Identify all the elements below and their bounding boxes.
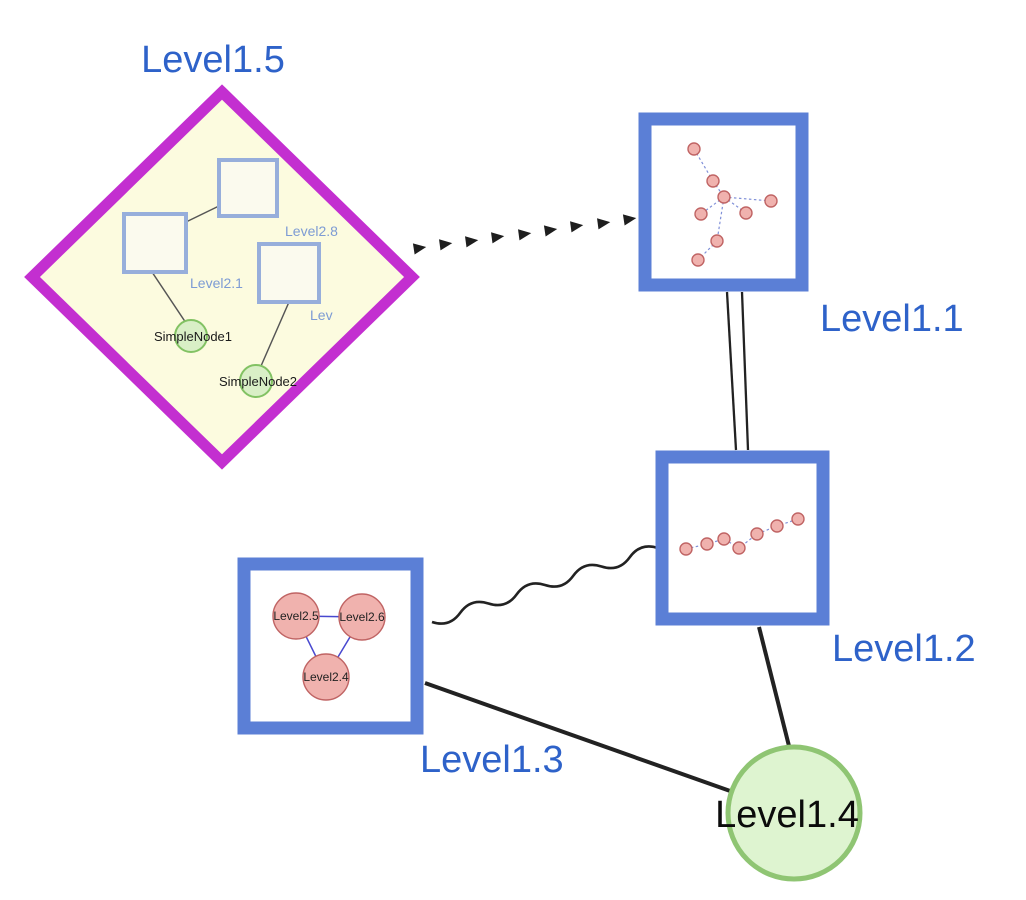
edge-square-right-simplenode2 (260, 301, 290, 367)
edge-square-top-square-left (185, 204, 222, 223)
edge-level12-level14[interactable] (757, 626, 792, 751)
node-level24[interactable] (302, 653, 350, 701)
level13-square[interactable] (237, 557, 424, 735)
mini-node (770, 519, 784, 533)
mini-node (700, 537, 714, 551)
mini-node (791, 512, 805, 526)
simplenode2-label: SimpleNode2 (219, 374, 297, 389)
mini-node (710, 234, 724, 248)
level11-inner-graph (687, 142, 778, 267)
mini-node (717, 532, 731, 546)
level12-label: Level1.2 (832, 628, 976, 670)
node-level13[interactable]: Level2.5 Level2.6 Level2.4 (237, 557, 424, 735)
level21-label: Level2.1 (190, 275, 243, 291)
node-level28-square[interactable] (217, 158, 279, 218)
mini-node (764, 194, 778, 208)
double-edge-line-2 (740, 291, 750, 451)
mini-node (679, 542, 693, 556)
node-simplenode2[interactable] (239, 364, 273, 398)
level26-label: Level2.6 (339, 610, 385, 624)
mini-node (691, 253, 705, 267)
mini-node (732, 541, 746, 555)
simplenode1-label: SimpleNode1 (154, 329, 232, 344)
node-level12[interactable] (655, 450, 830, 626)
level13-inner-graph: Level2.5 Level2.6 Level2.4 (272, 592, 386, 701)
mini-node (706, 174, 720, 188)
mini-node (750, 527, 764, 541)
level11-square[interactable] (638, 112, 809, 292)
mini-node (717, 190, 731, 204)
node-level26[interactable] (338, 593, 386, 641)
level24-label: Level2.4 (303, 670, 349, 684)
level12-inner-graph (679, 512, 805, 556)
edge-square-left-simplenode1 (151, 271, 187, 324)
level13-label: Level1.3 (420, 739, 564, 781)
mini-node (687, 142, 701, 156)
lev-label: Lev (310, 307, 333, 323)
mini-node (739, 206, 753, 220)
node-simplenode1[interactable] (174, 319, 208, 353)
level15-diamond-shape[interactable] (24, 84, 420, 470)
level14-label: Level1.4 (715, 794, 859, 836)
node-level21-square[interactable] (122, 212, 188, 274)
level15-label: Level1.5 (141, 39, 285, 81)
mini-node (694, 207, 708, 221)
level12-square[interactable] (655, 450, 830, 626)
edge-level13-level12[interactable] (431, 545, 659, 625)
edge-level13-level14[interactable] (424, 681, 734, 794)
node-level15-group[interactable]: Level2.8 Level2.1 Lev SimpleNode1 Simple… (24, 84, 420, 470)
edge-level15-level11[interactable] (412, 214, 637, 255)
level25-label: Level2.5 (273, 609, 319, 623)
double-edge-line-1 (725, 291, 738, 451)
node-lev-square[interactable] (257, 242, 321, 304)
node-level25[interactable] (272, 592, 320, 640)
level28-label: Level2.8 (285, 223, 338, 239)
edge-level11-level12[interactable] (725, 291, 750, 451)
node-level11[interactable] (638, 112, 809, 292)
node-level14[interactable] (725, 744, 863, 882)
level11-label: Level1.1 (820, 298, 964, 340)
